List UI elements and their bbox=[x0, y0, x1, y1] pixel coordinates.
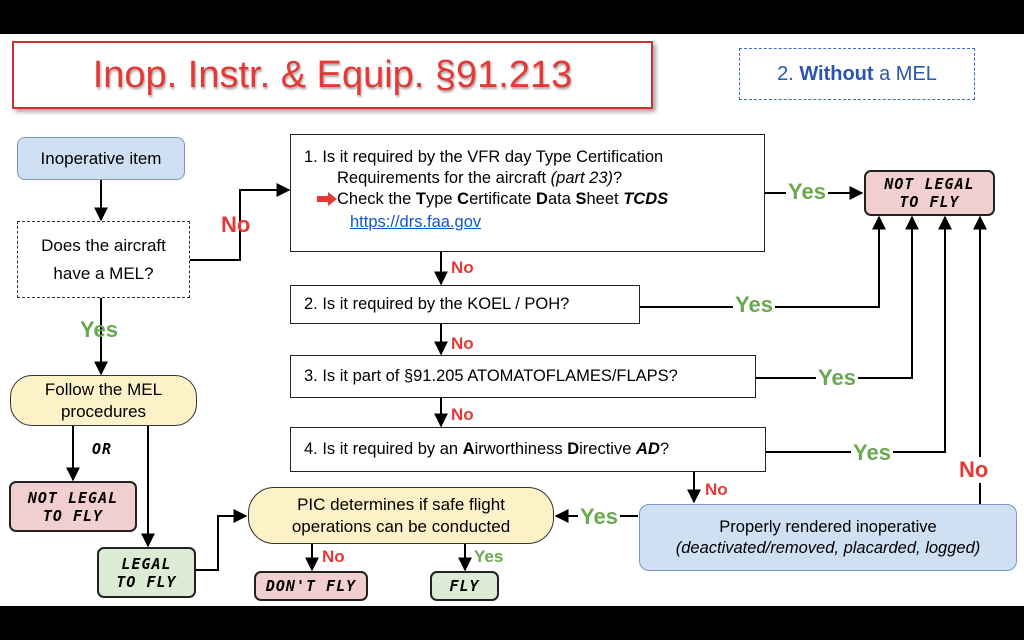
q1-check-pre: Check the bbox=[337, 190, 416, 208]
mel-question-line1: Does the aircraft bbox=[41, 236, 166, 256]
q1-question-mark: ? bbox=[613, 169, 623, 187]
q4-pre: 4. Is it required by an bbox=[304, 440, 463, 458]
inoperative-item-node: Inoperative item bbox=[17, 137, 185, 180]
follow-mel-line1: Follow the MEL bbox=[44, 380, 163, 400]
properly-rendered-node: Properly rendered inoperative (deactivat… bbox=[639, 504, 1017, 571]
fly-node: FLY bbox=[430, 571, 499, 601]
pic-line2: operations can be conducted bbox=[291, 516, 511, 536]
label-yes-pic: Yes bbox=[474, 547, 504, 566]
q4-text: 4. Is it required by an Airworthiness Di… bbox=[304, 440, 669, 459]
label-no-q1: No bbox=[451, 258, 474, 277]
q1-check-heet: heet bbox=[586, 190, 624, 208]
pic-determines-node: PIC determines if safe flight operations… bbox=[248, 487, 554, 544]
q1-check-line: Check the Type Certificate Data Sheet TC… bbox=[304, 190, 764, 211]
q1-line2-text: Requirements for the aircraft bbox=[337, 169, 551, 187]
title-box: Inop. Instr. & Equip. §91.213 bbox=[12, 41, 653, 109]
legal-to-fly-node: LEGAL TO FLY bbox=[97, 547, 196, 598]
question-2-box: 2. Is it required by the KOEL / POH? bbox=[290, 285, 640, 324]
q1-check-S: S bbox=[575, 190, 587, 208]
q3-text: 3. Is it part of §91.205 ATOMATOFLAMES/F… bbox=[304, 367, 678, 385]
question-1-box: 1. Is it required by the VFR day Type Ce… bbox=[290, 134, 765, 252]
q1-check-tcds: TCDS bbox=[623, 190, 669, 208]
arrow-q4-yes bbox=[766, 215, 952, 453]
dont-fly-node: DON'T FLY bbox=[254, 571, 368, 601]
arrow-mel-no-to-q1 bbox=[190, 183, 291, 261]
q4-question-mark: ? bbox=[659, 440, 670, 458]
subtitle-bold: Without bbox=[799, 62, 874, 85]
label-yes-q1: Yes bbox=[786, 179, 828, 205]
not-legal-left-line1: NOT LEGAL bbox=[27, 488, 119, 507]
q1-check-T: T bbox=[415, 190, 426, 208]
label-yes-rendered: Yes bbox=[578, 504, 620, 530]
mel-question-line2: have a MEL? bbox=[53, 263, 154, 283]
label-yes-q4: Yes bbox=[851, 440, 893, 466]
q1-line1: 1. Is it required by the VFR day Type Ce… bbox=[304, 148, 664, 166]
inoperative-item-label: Inoperative item bbox=[40, 148, 162, 168]
label-yes-mel: Yes bbox=[80, 317, 118, 342]
pic-line1: PIC determines if safe flight bbox=[297, 495, 505, 515]
question-4-box: 4. Is it required by an Airworthiness Di… bbox=[290, 427, 766, 472]
q4-AD: AD bbox=[636, 440, 660, 458]
label-yes-q2: Yes bbox=[733, 292, 775, 318]
connector-lines bbox=[66, 180, 987, 572]
slide: Inop. Instr. & Equip. §91.213 2. Without… bbox=[0, 34, 1024, 606]
subtitle-rest: a MEL bbox=[879, 62, 937, 85]
q4-irworthiness: irworthiness bbox=[474, 440, 568, 458]
label-no-q4: No bbox=[705, 480, 728, 499]
not-legal-left-node: NOT LEGAL TO FLY bbox=[9, 481, 137, 532]
not-legal-right-line2: TO FLY bbox=[899, 193, 960, 211]
q1-check-ertificate: ertificate bbox=[469, 190, 537, 208]
q1-part23: (part 23) bbox=[550, 169, 614, 187]
label-no-q2: No bbox=[451, 334, 474, 353]
legal-line2: TO FLY bbox=[116, 572, 177, 591]
rendered-line2: (deactivated/removed, placarded, logged) bbox=[675, 538, 981, 557]
q1-line2: Requirements for the aircraft (part 23)? bbox=[304, 169, 764, 188]
follow-mel-node: Follow the MEL procedures bbox=[10, 375, 197, 426]
label-no-q3: No bbox=[451, 405, 474, 424]
label-yes-q3: Yes bbox=[816, 365, 858, 391]
q2-text: 2. Is it required by the KOEL / POH? bbox=[304, 295, 570, 313]
label-no-rendered: No bbox=[957, 457, 991, 483]
mel-question-node: Does the aircraft have a MEL? bbox=[17, 221, 190, 298]
question-3-box: 3. Is it part of §91.205 ATOMATOFLAMES/F… bbox=[290, 355, 756, 398]
not-legal-right-line1: NOT LEGAL bbox=[884, 175, 975, 193]
q1-check-C: C bbox=[457, 190, 470, 208]
not-legal-right-node: NOT LEGAL TO FLY bbox=[864, 170, 995, 216]
drs-faa-link[interactable]: https://drs.faa.gov bbox=[350, 213, 482, 231]
arrow-q2-yes bbox=[640, 215, 886, 308]
q4-A: A bbox=[462, 440, 475, 458]
q4-D: D bbox=[567, 440, 580, 458]
q1-link-line: https://drs.faa.gov bbox=[304, 213, 764, 232]
arrow-legal-to-pic bbox=[196, 509, 248, 571]
dont-fly-label: DON'T FLY bbox=[265, 577, 357, 595]
q1-check-ype: ype bbox=[425, 190, 458, 208]
red-arrow-icon bbox=[317, 192, 337, 211]
subtitle-box: 2. Without a MEL bbox=[739, 48, 975, 100]
not-legal-left-line2: TO FLY bbox=[42, 506, 104, 525]
fly-label: FLY bbox=[449, 577, 480, 595]
follow-mel-line2: procedures bbox=[60, 401, 147, 421]
label-no-pic: No bbox=[322, 547, 345, 566]
or-text: OR bbox=[92, 440, 113, 458]
label-no-mel: No bbox=[221, 212, 251, 237]
page-title: Inop. Instr. & Equip. §91.213 bbox=[92, 53, 573, 96]
subtitle-number: 2. bbox=[777, 62, 794, 85]
q4-irective: irective bbox=[579, 440, 636, 458]
q1-check-ata: ata bbox=[547, 190, 576, 208]
rendered-line1: Properly rendered inoperative bbox=[719, 517, 937, 536]
q1-check-D: D bbox=[536, 190, 548, 208]
legal-line1: LEGAL bbox=[121, 554, 172, 573]
arrow-q3-yes bbox=[756, 215, 919, 379]
